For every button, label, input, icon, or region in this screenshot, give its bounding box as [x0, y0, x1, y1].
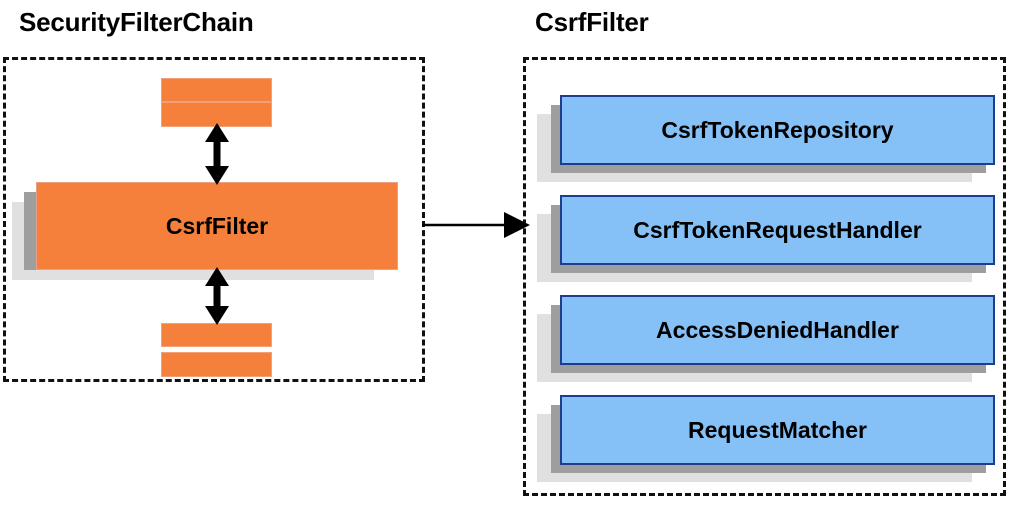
node-label: CsrfFilter	[165, 212, 269, 239]
node-face[interactable]: CsrfTokenRepository	[560, 95, 995, 165]
filter-bar-bottom-1	[161, 323, 272, 347]
filter-bar-top-1	[161, 78, 272, 102]
page-title-security-filter-chain: SecurityFilterChain	[19, 7, 254, 37]
filter-bar-bottom-2	[161, 352, 272, 377]
csrf-filter-node[interactable]: CsrfFilter	[12, 182, 402, 290]
node-face[interactable]: CsrfFilter	[36, 182, 398, 270]
node-face[interactable]: AccessDeniedHandler	[560, 295, 995, 365]
node-face[interactable]: RequestMatcher	[560, 395, 995, 465]
node-label: RequestMatcher	[688, 416, 867, 443]
component-node-access-denied-handler[interactable]: AccessDeniedHandler	[537, 295, 995, 382]
arrow-chain-to-detail	[422, 212, 530, 238]
component-node-csrf-token-repository[interactable]: CsrfTokenRepository	[537, 95, 995, 182]
csrf-filter-panel	[523, 57, 1006, 496]
node-label: CsrfTokenRepository	[661, 116, 894, 143]
security-filter-chain-panel	[3, 57, 425, 382]
node-label: CsrfTokenRequestHandler	[633, 216, 922, 243]
node-label: AccessDeniedHandler	[656, 316, 899, 343]
component-node-request-matcher[interactable]: RequestMatcher	[537, 395, 995, 482]
arrow-below-csrffilter	[205, 267, 229, 325]
page-title-csrf-filter: CsrfFilter	[535, 7, 649, 37]
arrow-above-csrffilter	[205, 123, 229, 185]
node-face[interactable]: CsrfTokenRequestHandler	[560, 195, 995, 265]
component-node-csrf-token-request-handler[interactable]: CsrfTokenRequestHandler	[537, 195, 995, 282]
